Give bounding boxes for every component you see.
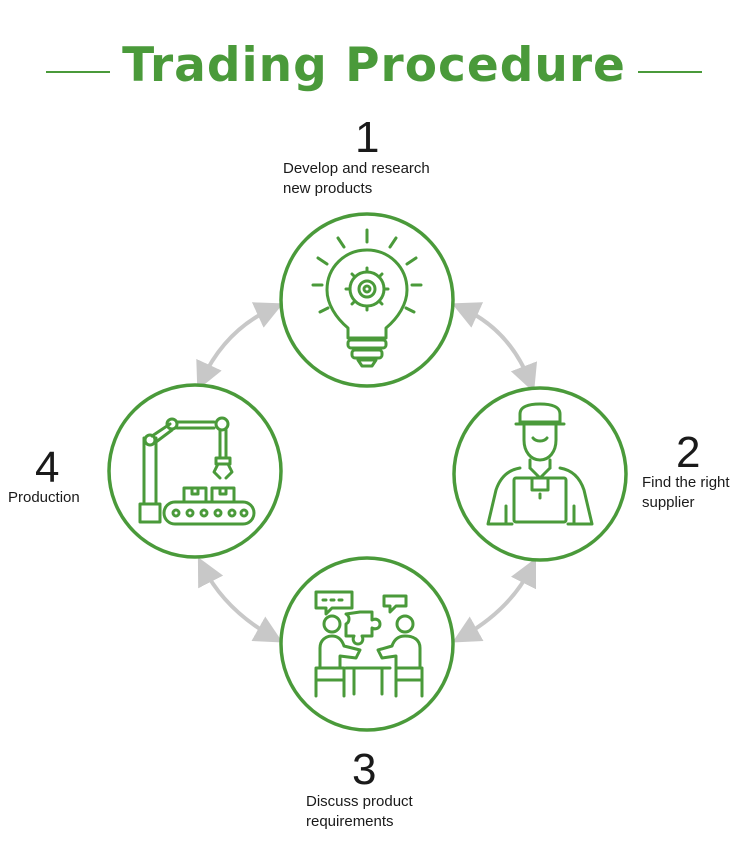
- page-title: Trading Procedure: [122, 38, 626, 93]
- step-2-circle: [452, 386, 628, 562]
- title-divider-left: [46, 71, 110, 73]
- cycle-arrows: [196, 302, 538, 643]
- factory-robot-arm-icon: [138, 416, 256, 526]
- step-1-number: 1: [355, 113, 380, 162]
- arrow-step1-step2: [451, 302, 538, 393]
- arrow-step2-step3: [452, 557, 537, 643]
- step-2-number: 2: [676, 428, 701, 477]
- step-1-label: Develop and research new products: [283, 160, 430, 197]
- step-1-circle: [279, 212, 455, 388]
- step-4-label: Production: [8, 489, 80, 506]
- arrow-step4-step1: [196, 302, 284, 391]
- title-divider-right: [638, 71, 702, 73]
- step-4-circle: [107, 383, 283, 559]
- lightbulb-gear-icon: [311, 228, 423, 368]
- step-2-label: Find the right supplier: [642, 474, 730, 511]
- meeting-discussion-icon: [314, 590, 424, 698]
- title-banner: Trading Procedure: [0, 38, 750, 98]
- delivery-worker-icon: [486, 402, 594, 526]
- step-4-number: 4: [35, 443, 60, 492]
- step-3-number: 3: [352, 745, 377, 794]
- step-3-circle: [279, 556, 455, 732]
- step-3-label: Discuss product requirements: [306, 793, 413, 830]
- arrow-step3-step4: [197, 557, 283, 643]
